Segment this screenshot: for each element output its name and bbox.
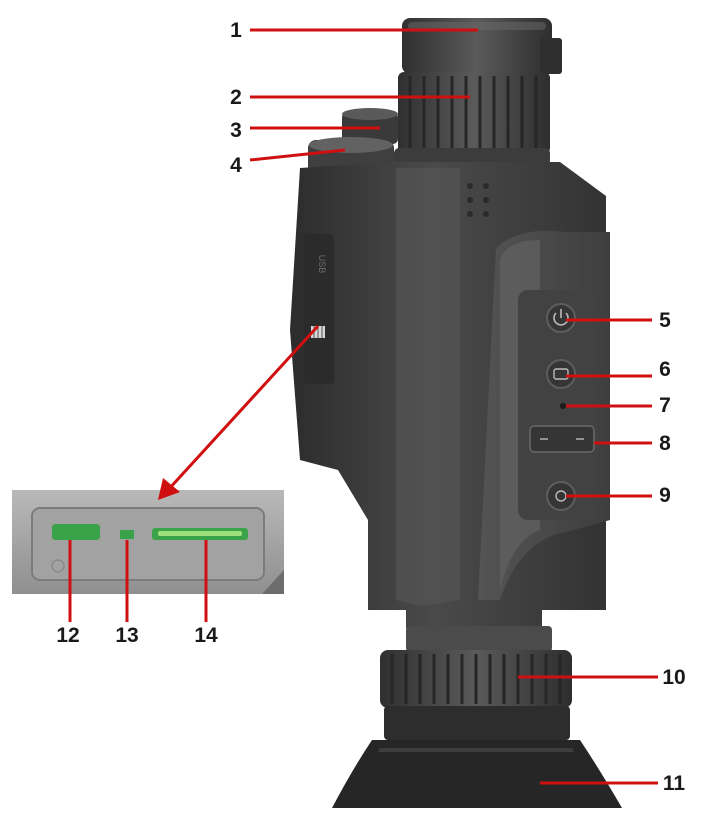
callout-number-13: 13 <box>115 624 138 647</box>
callout-number-4: 4 <box>230 154 242 177</box>
usb-port <box>52 524 100 540</box>
eyecup-rim <box>378 748 574 752</box>
callout-number-5: 5 <box>659 309 671 332</box>
callout-number-1: 1 <box>230 19 242 42</box>
body-vent-dots <box>467 183 489 217</box>
photo-button[interactable] <box>546 359 576 389</box>
side-usb-label: USB <box>317 255 327 274</box>
callout-number-12: 12 <box>56 624 79 647</box>
eyecup <box>332 740 622 808</box>
callout-number-11: 11 <box>663 772 686 795</box>
lens-collar <box>394 148 550 166</box>
power-button[interactable] <box>546 303 576 333</box>
indicator-light <box>560 403 566 409</box>
reset-hole <box>120 530 134 539</box>
callout-number-6: 6 <box>659 358 671 381</box>
callout-number-9: 9 <box>659 484 671 507</box>
callout-number-7: 7 <box>659 394 671 417</box>
zoom-arrow <box>158 324 320 500</box>
eyepiece-neck <box>384 706 570 740</box>
focus-ring <box>398 72 550 154</box>
button-panel <box>518 290 598 520</box>
callout-number-14: 14 <box>194 624 218 647</box>
body-front-panel <box>396 168 460 606</box>
side-port-door: USB <box>304 234 334 384</box>
diopter-ring <box>380 650 572 708</box>
callout-line-4 <box>249 148 346 162</box>
zoom-button[interactable] <box>529 425 595 453</box>
lens-cap <box>402 18 562 74</box>
callout-number-8: 8 <box>659 432 671 455</box>
port-inset <box>12 490 284 594</box>
callout-number-2: 2 <box>230 86 242 109</box>
eyepiece-collar <box>406 626 552 652</box>
callout-number-3: 3 <box>230 119 242 142</box>
callout-number-10: 10 <box>662 666 685 689</box>
